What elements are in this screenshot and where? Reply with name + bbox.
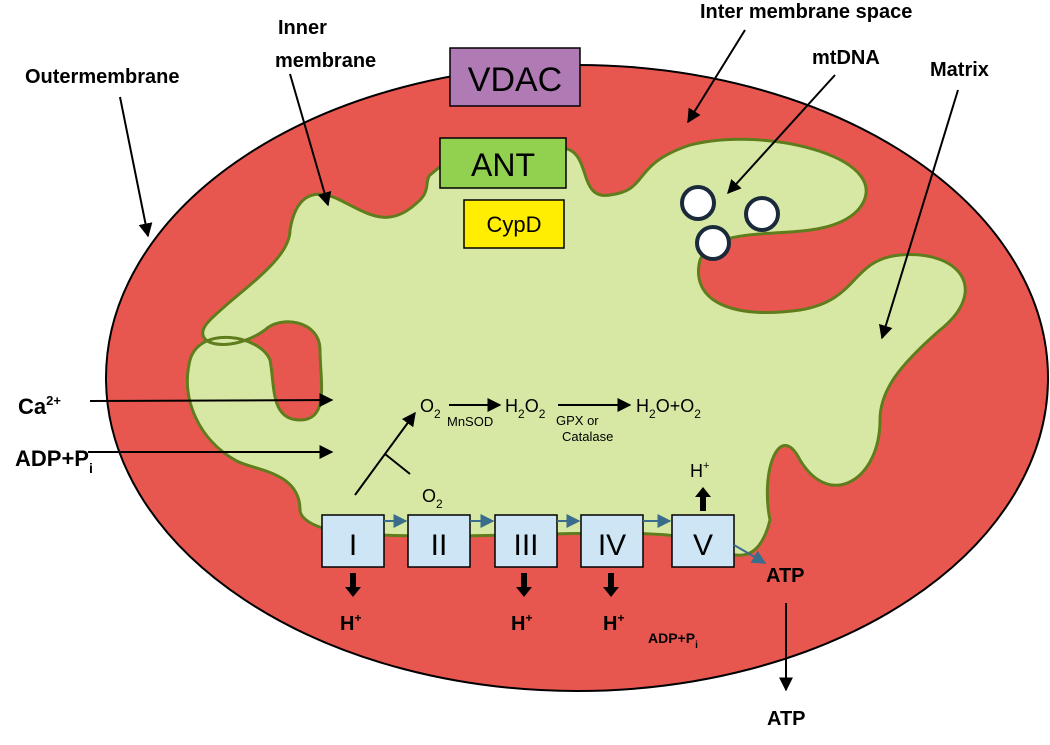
atp-inside-label: ATP xyxy=(766,565,805,587)
complex-iv-label: IV xyxy=(598,529,626,562)
mtdna-label: mtDNA xyxy=(812,47,880,69)
proton-pump-arrows xyxy=(345,487,711,597)
ca-label: Ca2+ xyxy=(18,393,61,419)
intermembrane-space-arrow xyxy=(687,29,746,124)
complex-ii-box xyxy=(407,514,471,568)
proton-arrow-v xyxy=(695,487,711,511)
mtdna-arrow xyxy=(727,74,836,195)
etc-complexes: I II III IV V xyxy=(321,514,735,568)
ant-label: ANT xyxy=(471,147,535,183)
complex-iv-box xyxy=(580,514,644,568)
mtdna-circle xyxy=(680,185,716,221)
mtdna-circles xyxy=(680,185,780,261)
etc-arrow-v-atp xyxy=(733,544,767,564)
superoxide-label: O2 xyxy=(420,396,441,421)
h2o2-label: H2O2 xyxy=(505,396,546,421)
cypd-box xyxy=(463,199,565,249)
adp-ims-label: ADP+Pi xyxy=(648,630,698,651)
vdac-box xyxy=(449,47,581,107)
oxygen-bottom-label: O2 xyxy=(422,486,443,511)
complex-v-box xyxy=(671,514,735,568)
cypd-label: CypD xyxy=(486,212,541,237)
matrix-label: Matrix xyxy=(930,59,989,81)
gpx-label-1: GPX or xyxy=(556,413,599,428)
ant-box xyxy=(439,137,567,189)
outer-membrane-arrow xyxy=(119,96,153,238)
mtdna-circle xyxy=(744,196,780,232)
electron-transfer-arrows xyxy=(384,514,767,564)
inner-membrane-label-2: membrane xyxy=(275,50,376,72)
gpx-label-2: Catalase xyxy=(562,429,613,444)
electron-leak-branch xyxy=(354,411,416,496)
complex-iii-box xyxy=(494,514,558,568)
complex-ii-label: II xyxy=(431,529,448,562)
proton-label-i: H+ xyxy=(340,611,361,635)
mtdna-circle xyxy=(695,225,731,261)
proton-label-iv: H+ xyxy=(603,611,624,635)
proton-arrow-iii xyxy=(516,573,532,597)
ca-arrow xyxy=(89,393,334,408)
inner-membrane-arrow xyxy=(289,73,332,207)
proton-label-iii: H+ xyxy=(511,611,532,635)
atp-outside-label: ATP xyxy=(767,708,806,730)
matrix-arrow xyxy=(878,89,959,340)
proton-arrow-iv xyxy=(603,573,619,597)
complex-v-label: V xyxy=(693,529,713,562)
intermembrane-space-label: Inter membrane space xyxy=(700,1,912,23)
proton-label-v: H+ xyxy=(690,460,709,481)
complex-iii-label: III xyxy=(513,529,538,562)
inner-membrane-label-1: Inner xyxy=(278,17,327,39)
leak-line-branch xyxy=(384,453,411,475)
proton-arrow-i xyxy=(345,573,361,597)
complex-i-label: I xyxy=(349,529,357,562)
pointer-arrows xyxy=(88,29,959,692)
complex-i-box xyxy=(321,514,385,568)
water-oxygen-label: H2O+O2 xyxy=(636,396,701,421)
adp-input-label: ADP+Pi xyxy=(15,446,93,476)
vdac-label: VDAC xyxy=(468,61,562,99)
outer-membrane-label: Outermembrane xyxy=(25,66,180,88)
mnsod-label: MnSOD xyxy=(447,414,493,429)
